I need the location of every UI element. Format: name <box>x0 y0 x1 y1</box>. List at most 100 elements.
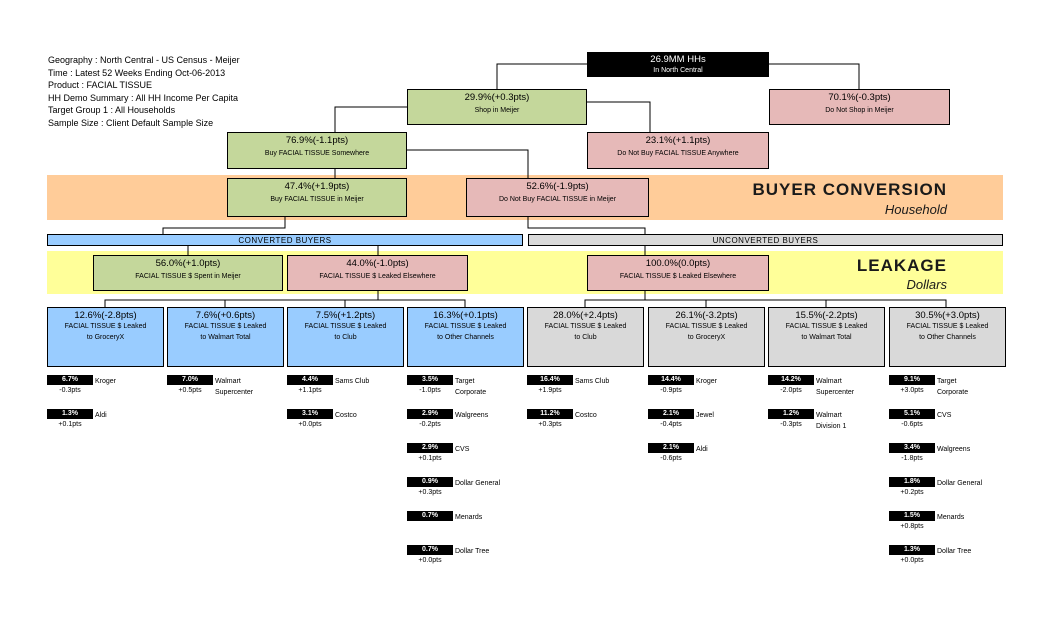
node-value: 44.0%(-1.0pts) <box>346 258 409 269</box>
retailer-item[interactable]: 0.7%Menards <box>407 511 537 535</box>
retailer-share: 0.9% <box>407 477 453 487</box>
retailer-name: Dollar General <box>937 480 983 487</box>
retailer-share: 1.3% <box>889 545 935 555</box>
node-value: 100.0%(0.0pts) <box>645 258 711 269</box>
retailer-change: -1.0pts <box>419 387 441 394</box>
retailer-change: +0.8pts <box>900 523 924 530</box>
retailer-name: Costco <box>575 412 597 419</box>
retailer-change: -0.4pts <box>660 421 682 428</box>
node-leaked-converted[interactable]: 44.0%(-1.0pts) FACIAL TISSUE $ Leaked El… <box>287 255 468 291</box>
retailer-change: +0.0pts <box>298 421 322 428</box>
group-label: FACIAL TISSUE $ Leaked to Walmart Total <box>785 323 868 341</box>
retailer-change: +0.0pts <box>418 557 442 564</box>
node-label: FACIAL TISSUE $ Leaked Elsewhere <box>319 273 436 280</box>
channel-group-box[interactable]: 12.6%(-2.8pts)FACIAL TISSUE $ Leaked to … <box>47 307 164 367</box>
node-value: 47.4%(+1.9pts) <box>284 181 350 192</box>
retailer-name: Menards <box>455 514 483 521</box>
node-root[interactable]: 26.9MM HHs In North Central <box>587 52 769 77</box>
node-value: 56.0%(+1.0pts) <box>155 258 221 269</box>
retailer-share: 4.4% <box>287 375 333 385</box>
buyer-conversion-title: BUYER CONVERSION <box>752 180 947 199</box>
retailer-share: 3.1% <box>287 409 333 419</box>
retailer-share: 2.9% <box>407 409 453 419</box>
channel-group-box[interactable]: 28.0%(+2.4pts)FACIAL TISSUE $ Leaked to … <box>527 307 644 367</box>
node-not-buy-meijer[interactable]: 52.6%(-1.9pts) Do Not Buy FACIAL TISSUE … <box>466 178 649 217</box>
node-shop-meijer[interactable]: 29.9%(+0.3pts) Shop in Meijer <box>407 89 587 125</box>
retailer-item[interactable]: 3.1% +0.0pts Costco <box>287 409 417 433</box>
group-label: FACIAL TISSUE $ Leaked to Club <box>304 323 387 341</box>
node-label: Do Not Buy FACIAL TISSUE Anywhere <box>617 150 739 157</box>
retailer-name: Walgreens <box>455 412 489 419</box>
node-value: 52.6%(-1.9pts) <box>526 181 589 192</box>
node-value: 29.9%(+0.3pts) <box>464 92 530 103</box>
report-filters: Geography : North Central - US Census - … <box>48 54 240 130</box>
retailer-item[interactable]: 3.5% -1.0pts Target Corporate <box>407 375 537 399</box>
node-leaked-unconverted[interactable]: 100.0%(0.0pts) FACIAL TISSUE $ Leaked El… <box>587 255 769 291</box>
retailer-change: -2.0pts <box>780 387 802 394</box>
node-value: 76.9%(-1.1pts) <box>285 135 349 146</box>
retailer-name: Walmart Supercenter <box>215 378 254 396</box>
retailer-item[interactable]: 3.4% -1.8pts Walgreens <box>889 443 1019 467</box>
retailer-name: CVS <box>455 446 470 453</box>
node-not-buy-anywhere[interactable]: 23.1%(+1.1pts) Do Not Buy FACIAL TISSUE … <box>587 132 769 169</box>
retailer-share: 3.4% <box>889 443 935 453</box>
group-label: FACIAL TISSUE $ Leaked to Walmart Total <box>184 323 267 341</box>
filter-target-group: Target Group 1 : All Households <box>48 105 176 116</box>
node-buy-meijer[interactable]: 47.4%(+1.9pts) Buy FACIAL TISSUE in Meij… <box>227 178 407 217</box>
retailer-share: 6.7% <box>47 375 93 385</box>
retailer-name: Walgreens <box>937 446 971 453</box>
converted-buyers-bar[interactable]: CONVERTED BUYERS <box>47 234 523 246</box>
channel-group-box[interactable]: 16.3%(+0.1pts)FACIAL TISSUE $ Leaked to … <box>407 307 524 367</box>
node-label: Do Not Shop in Meijer <box>825 107 894 114</box>
retailer-name: Jewel <box>696 412 714 419</box>
group-value: 12.6%(-2.8pts) <box>74 310 137 321</box>
channel-group-box[interactable]: 7.6%(+0.6pts)FACIAL TISSUE $ Leaked to W… <box>167 307 284 367</box>
node-not-shop-meijer[interactable]: 70.1%(-0.3pts) Do Not Shop in Meijer <box>769 89 950 125</box>
retailer-change: -1.8pts <box>901 455 923 462</box>
node-label: Buy FACIAL TISSUE in Meijer <box>270 196 364 203</box>
group-value: 15.5%(-2.2pts) <box>795 310 858 321</box>
channel-group-box[interactable]: 30.5%(+3.0pts)FACIAL TISSUE $ Leaked to … <box>889 307 1006 367</box>
node-buy-somewhere[interactable]: 76.9%(-1.1pts) Buy FACIAL TISSUE Somewhe… <box>227 132 407 169</box>
retailer-share: 1.3% <box>47 409 93 419</box>
retailer-name: Target Corporate <box>455 378 487 396</box>
retailer-name: Costco <box>335 412 357 419</box>
retailer-name: Walmart Division 1 <box>816 412 847 430</box>
node-spent-meijer[interactable]: 56.0%(+1.0pts) FACIAL TISSUE $ Spent in … <box>93 255 283 291</box>
retailer-share: 3.5% <box>407 375 453 385</box>
group-label: FACIAL TISSUE $ Leaked to GroceryX <box>665 323 748 341</box>
channel-group-box[interactable]: 7.5%(+1.2pts)FACIAL TISSUE $ Leaked to C… <box>287 307 404 367</box>
unconverted-buyers-bar[interactable]: UNCONVERTED BUYERS <box>528 234 1003 246</box>
retailer-share: 0.7% <box>407 511 453 521</box>
retailer-change: +3.0pts <box>900 387 924 394</box>
group-value: 26.1%(-3.2pts) <box>675 310 738 321</box>
channel-group-box[interactable]: 26.1%(-3.2pts) FACIAL TISSUE $ Leaked to … <box>648 307 765 367</box>
retailer-share: 7.0% <box>167 375 213 385</box>
node-label: In North Central <box>653 67 703 74</box>
retailer-change: +1.9pts <box>538 387 562 394</box>
channel-group-box[interactable]: 15.5%(-2.2pts) FACIAL TISSUE $ Leaked to … <box>768 307 885 367</box>
retailer-name: Dollar Tree <box>455 548 490 555</box>
